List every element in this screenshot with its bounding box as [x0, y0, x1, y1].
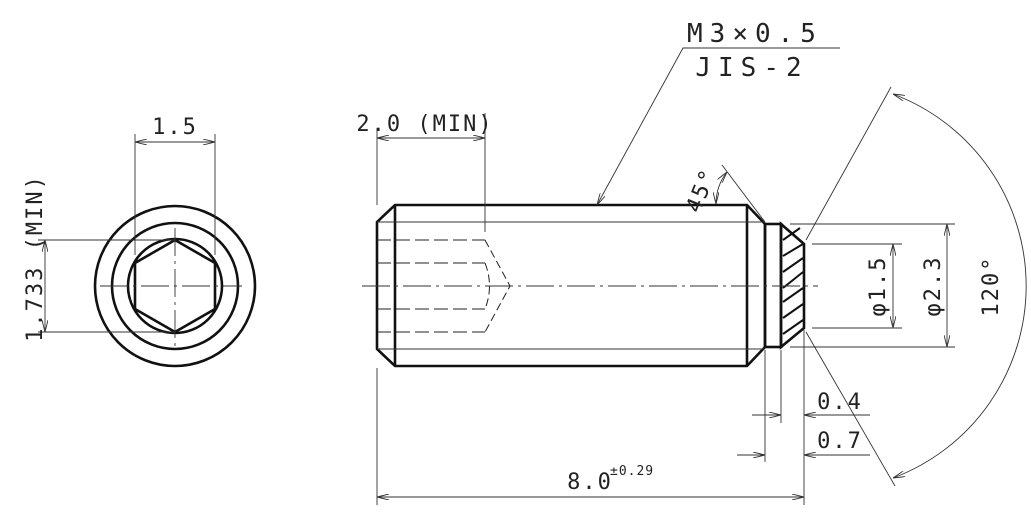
dim-hex-corners: 1.733 (MIN)	[23, 174, 48, 342]
thread-spec: M3×0.5	[687, 19, 823, 49]
dim-chamfer-angle: 45°	[682, 165, 722, 217]
dim-socket-depth: 2.0 (MIN)	[356, 112, 493, 137]
extension-line	[805, 331, 896, 487]
angle-arc-point	[893, 94, 1027, 478]
side-view: 2.0 (MIN) M3×0.5 JIS-2 45° φ1.5 φ2.3 120…	[356, 19, 1027, 505]
dim-neck-diameter: φ2.3	[921, 256, 946, 317]
thread-standard: JIS-2	[695, 53, 808, 83]
angle-arc-chamfer	[716, 172, 727, 204]
extension-line	[805, 86, 892, 241]
thread-leader	[597, 47, 840, 205]
dim-overall-tolerance: ±0.29	[610, 464, 654, 479]
end-view: 1.5 1.733 (MIN)	[23, 115, 257, 368]
dim-point-angle: 120°	[979, 256, 1004, 317]
dim-overall-length: 8.0	[567, 470, 613, 495]
dim-hex-width: 1.5	[152, 115, 198, 140]
cup-point	[779, 221, 806, 350]
dim-tip-diameter: φ1.5	[866, 256, 891, 317]
outer-circle	[93, 204, 257, 368]
extension-line	[721, 164, 766, 223]
neck	[763, 222, 783, 349]
dim-neck-length: 0.7	[817, 429, 863, 454]
section-hatch	[782, 227, 804, 335]
dim-tip-length: 0.4	[817, 390, 863, 415]
screw-body	[375, 203, 767, 368]
